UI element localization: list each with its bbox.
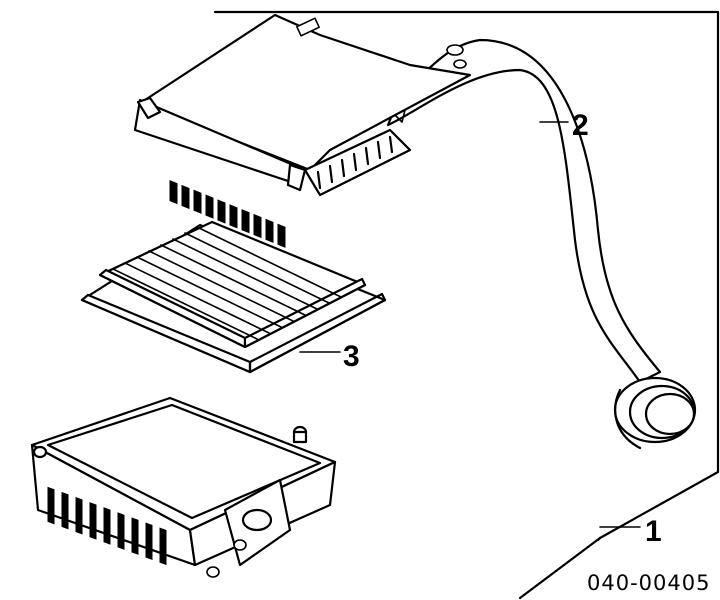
- upper-housing-side-ribs: [316, 135, 394, 190]
- upper-housing-ribs: [169, 179, 286, 248]
- reference-code: 040-00405: [587, 571, 710, 595]
- upper-housing-with-duct: [133, 13, 697, 450]
- air-filter-element: [80, 220, 387, 374]
- callout-3-label: 3: [343, 340, 360, 373]
- lower-housing-ribs: [47, 486, 167, 566]
- lower-housing: [30, 396, 337, 578]
- callout-2-label: 2: [572, 109, 589, 142]
- callout-leaders: [299, 121, 641, 528]
- background-panel: [213, 10, 720, 600]
- callout-1-label: 1: [645, 515, 662, 548]
- filter-pleats: [112, 226, 342, 340]
